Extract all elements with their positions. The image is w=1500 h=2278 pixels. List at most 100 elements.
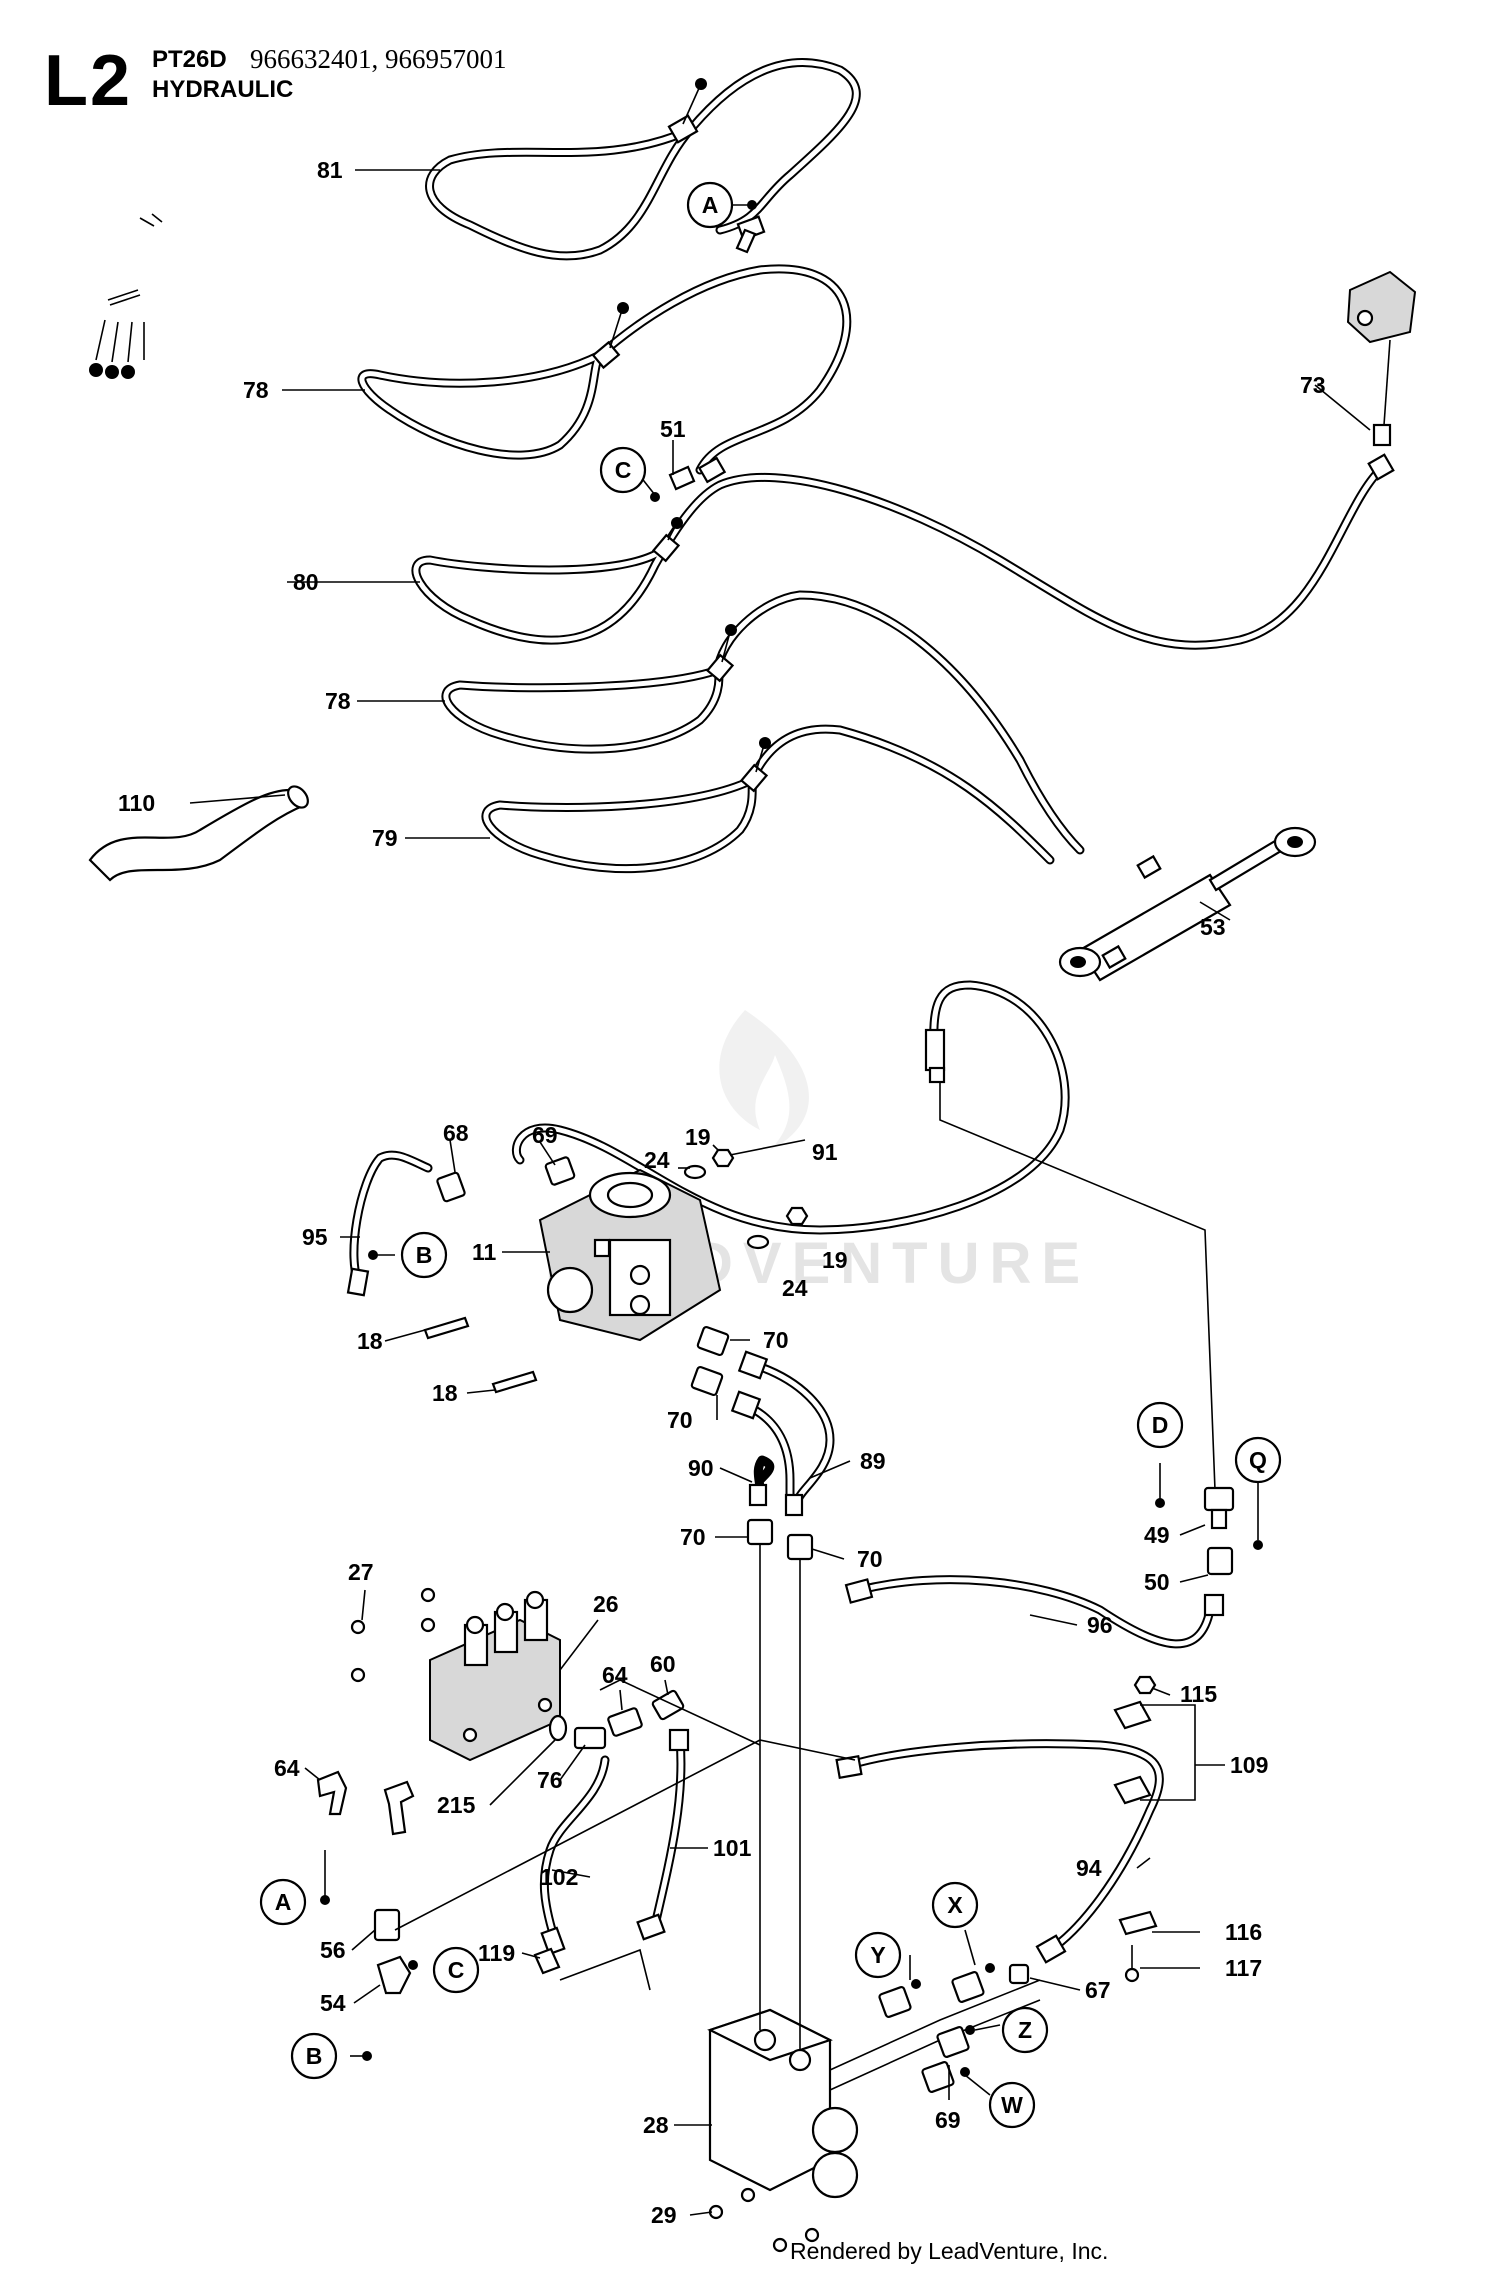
callout-54: 54 xyxy=(320,1990,346,2016)
nut-115 xyxy=(1133,1675,1157,1695)
callout-78-lower: 78 xyxy=(325,688,351,714)
callout-29: 29 xyxy=(651,2202,677,2228)
callout-79: 79 xyxy=(372,825,398,851)
fitting-69-upper xyxy=(544,1156,576,1186)
callout-73: 73 xyxy=(1300,372,1326,398)
callout-labels: 81 78 51 73 80 78 110 79 53 68 69 24 19 … xyxy=(118,157,1326,2228)
pipe-lines xyxy=(394,1545,856,2050)
marker-C-top: C xyxy=(615,457,632,483)
callout-11: 11 xyxy=(472,1239,497,1265)
bolt-117 xyxy=(1124,1945,1140,1983)
callout-95: 95 xyxy=(302,1224,328,1250)
fittings-YXZW xyxy=(878,1963,1030,2093)
callout-68: 68 xyxy=(443,1120,469,1146)
fitting-64-left xyxy=(316,1770,348,1816)
callout-18-lower: 18 xyxy=(432,1380,458,1406)
fitting-76 xyxy=(573,1726,607,1750)
callout-78-upper: 78 xyxy=(243,377,269,403)
callout-56: 56 xyxy=(320,1937,346,1963)
callout-215: 215 xyxy=(437,1792,476,1818)
callout-70-d: 70 xyxy=(857,1546,883,1572)
hose-110 xyxy=(88,785,309,882)
marker-Z: Z xyxy=(1018,2017,1032,2043)
callout-90: 90 xyxy=(688,1455,714,1481)
callout-94: 94 xyxy=(1076,1855,1102,1881)
callout-64-left: 64 xyxy=(274,1755,300,1781)
callout-60: 60 xyxy=(650,1651,676,1677)
valve-block-28 xyxy=(707,1979,1041,2199)
hose-90 xyxy=(748,1455,775,1507)
callout-101: 101 xyxy=(713,1835,752,1861)
marker-A-bottom: A xyxy=(275,1889,292,1915)
fitting-64-right xyxy=(607,1707,643,1737)
connection-markers: A C B D Q A C B Y X Z W xyxy=(259,181,1282,2129)
valve-block-26 xyxy=(429,1590,561,1762)
pump-11 xyxy=(538,1168,722,1342)
marker-B-bottom: B xyxy=(306,2043,323,2069)
hose-95 xyxy=(346,1150,433,1297)
callout-69-lower: 69 xyxy=(935,2107,961,2133)
callout-18-upper: 18 xyxy=(357,1328,383,1354)
footer-credit: Rendered by LeadVenture, Inc. xyxy=(790,2238,1109,2264)
marker-W: W xyxy=(1001,2092,1023,2118)
callout-110: 110 xyxy=(118,790,155,816)
callout-96: 96 xyxy=(1087,1612,1113,1638)
serial-numbers: 966632401, 966957001 xyxy=(250,44,507,74)
callout-81: 81 xyxy=(317,157,343,183)
fitting-50 xyxy=(1206,1546,1234,1576)
hose-78-upper xyxy=(357,264,852,491)
section-title: HYDRAULIC xyxy=(152,76,294,103)
page-code: L2 xyxy=(44,41,133,121)
hose-91 xyxy=(511,980,1216,1491)
marker-Y: Y xyxy=(870,1942,885,1968)
callout-116: 116 xyxy=(1225,1919,1262,1945)
callout-80: 80 xyxy=(293,569,319,595)
callout-70-b: 70 xyxy=(667,1407,693,1433)
callout-27: 27 xyxy=(348,1559,374,1585)
callout-28: 28 xyxy=(643,2112,669,2138)
leader-lines xyxy=(189,169,1371,2216)
hose-78-lower xyxy=(441,590,1085,855)
hose-80 xyxy=(411,270,1417,650)
callout-70-c: 70 xyxy=(680,1524,706,1550)
hose-79 xyxy=(481,724,1055,874)
marker-A-top: A xyxy=(702,192,719,218)
fittings-70 xyxy=(690,1325,814,1561)
callout-70-a: 70 xyxy=(763,1327,789,1353)
hose-81 xyxy=(425,58,861,261)
callout-117: 117 xyxy=(1225,1955,1262,1981)
fitting-54 xyxy=(376,1955,412,1995)
callout-69-upper: 69 xyxy=(532,1122,558,1148)
callout-91: 91 xyxy=(812,1139,838,1165)
marker-X: X xyxy=(947,1892,963,1918)
fitting-119 xyxy=(533,1947,561,1975)
bolts-27 xyxy=(350,1587,436,1683)
hose-101 xyxy=(636,1728,690,1941)
watermark-flame xyxy=(719,1010,809,1150)
hardware-topleft xyxy=(89,213,163,379)
callout-64-right: 64 xyxy=(602,1662,628,1688)
fitting-56 xyxy=(373,1908,401,1942)
bolt-18 xyxy=(423,1316,538,1394)
oring-215 xyxy=(548,1714,568,1742)
fitting-68 xyxy=(436,1171,466,1203)
clamps-109 xyxy=(1113,1700,1152,1805)
callout-19-upper: 19 xyxy=(685,1124,711,1150)
hose-89 xyxy=(730,1350,835,1517)
cylinder-53 xyxy=(1058,826,1317,982)
callout-115: 115 xyxy=(1180,1681,1217,1707)
marker-Q: Q xyxy=(1249,1447,1267,1473)
model-number: PT26D xyxy=(152,46,227,73)
callout-89: 89 xyxy=(860,1448,886,1474)
callout-67: 67 xyxy=(1085,1977,1111,2003)
bolts-29 xyxy=(708,2187,820,2253)
marker-B-top: B xyxy=(416,1242,433,1268)
callout-26: 26 xyxy=(593,1591,619,1617)
fitting-elbow-left xyxy=(383,1780,415,1836)
clamp-116 xyxy=(1118,1910,1158,1936)
callout-19-lower: 19 xyxy=(822,1247,848,1273)
callout-50: 50 xyxy=(1144,1569,1170,1595)
hose-94 xyxy=(835,1739,1164,1964)
callout-102: 102 xyxy=(540,1864,578,1890)
